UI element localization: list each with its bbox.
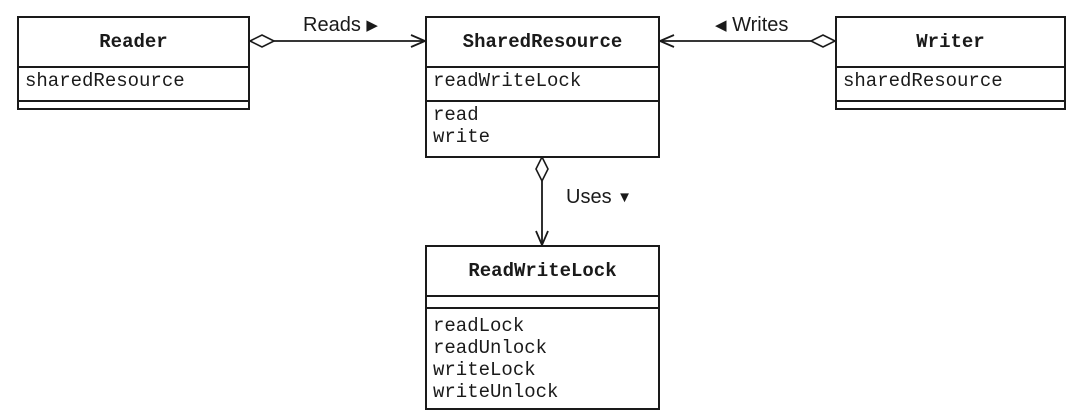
shared-resource-operation: read — [433, 104, 479, 126]
reads-label: Reads ▶ — [303, 14, 378, 37]
reads-aggregation-diamond-icon — [248, 34, 276, 48]
read-write-lock-operation: writeUnlock — [433, 381, 559, 403]
shared-resource-operation: write — [433, 126, 491, 148]
uses-label-text: Uses — [566, 186, 612, 208]
read-write-lock-operation: readUnlock — [433, 337, 548, 359]
writer-class: Writer sharedResource — [835, 16, 1066, 110]
right-triangle-icon: ▶ — [366, 17, 378, 34]
shared-resource-attributes: readWriteLock — [427, 68, 658, 102]
writes-label-text: Writes — [732, 14, 789, 36]
writer-attributes: sharedResource — [837, 68, 1064, 102]
writer-operations — [837, 102, 1064, 108]
reader-class-name: Reader — [19, 18, 248, 68]
read-write-lock-operations: readLock readUnlock writeLock writeUnloc… — [427, 309, 658, 408]
read-write-lock-operation: writeLock — [433, 359, 536, 381]
shared-resource-operations: read write — [427, 102, 658, 156]
uses-association — [535, 155, 549, 248]
reader-attribute: sharedResource — [25, 70, 185, 92]
writes-label: ◀ Writes — [715, 14, 788, 37]
reads-label-text: Reads — [303, 14, 361, 36]
shared-resource-attribute: readWriteLock — [433, 70, 582, 92]
shared-resource-class: SharedResource readWriteLock read write — [425, 16, 660, 158]
reader-class: Reader sharedResource — [17, 16, 250, 110]
reads-association — [248, 34, 428, 48]
uses-aggregation-diamond-icon — [535, 155, 549, 183]
shared-resource-class-name: SharedResource — [427, 18, 658, 68]
read-write-lock-class-name: ReadWriteLock — [427, 247, 658, 297]
reader-attributes: sharedResource — [19, 68, 248, 102]
writes-association — [657, 34, 837, 48]
read-write-lock-class: ReadWriteLock readLock readUnlock writeL… — [425, 245, 660, 410]
down-triangle-icon: ▼ — [617, 189, 632, 206]
writes-arrowhead-icon — [657, 34, 675, 48]
uses-label: Uses ▼ — [566, 186, 632, 209]
writer-class-name: Writer — [837, 18, 1064, 68]
writer-attribute: sharedResource — [843, 70, 1003, 92]
left-triangle-icon: ◀ — [715, 17, 727, 34]
reader-operations — [19, 102, 248, 108]
writes-aggregation-diamond-icon — [809, 34, 837, 48]
read-write-lock-operation: readLock — [433, 315, 525, 337]
read-write-lock-attributes — [427, 297, 658, 309]
